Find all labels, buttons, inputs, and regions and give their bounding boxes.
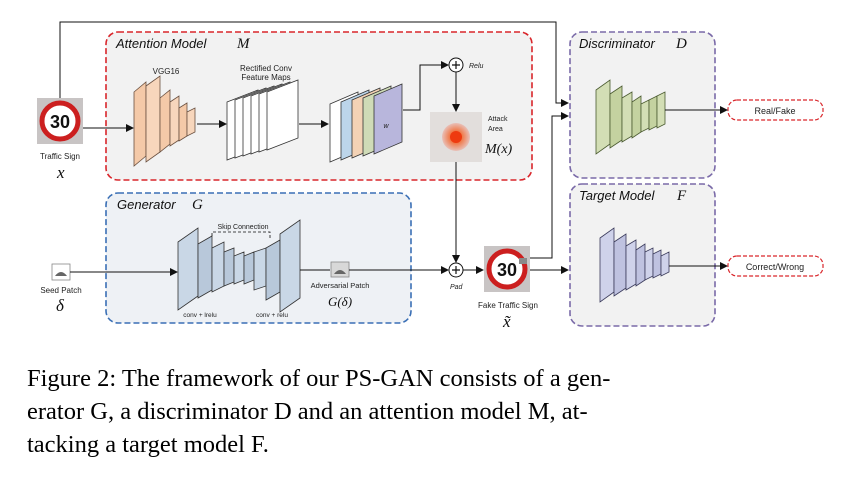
caption-line-1: Figure 2: The framework of our PS-GAN co…	[27, 365, 611, 392]
attack-label-line2: Area	[488, 126, 503, 133]
discriminator-symbol: D	[675, 36, 687, 52]
discriminator-title: Discriminator	[579, 36, 656, 51]
seed-patch-image	[51, 263, 71, 281]
caption-line-3: tacking a target model F.	[27, 431, 269, 458]
correct-wrong-label: Correct/Wrong	[746, 262, 804, 272]
adversarial-patch-label: Adversarial Patch	[311, 281, 370, 290]
attack-label-line1: Attack	[488, 116, 508, 123]
framework-diagram: Attention Model M Generator G Discrimina…	[37, 21, 824, 331]
target-model-network	[599, 227, 670, 303]
adversarial-patch-image	[330, 261, 350, 278]
skip-connection-line	[211, 231, 271, 240]
x-tilde-symbol: x̃	[502, 312, 511, 331]
pad-label: Pad	[450, 284, 464, 291]
attack-area-image	[430, 112, 482, 162]
generator-network	[177, 219, 301, 313]
attack-area-symbol: M(x)	[484, 142, 513, 157]
relu-sum-node	[448, 57, 464, 73]
skip-connection-label: Skip Connection	[218, 224, 269, 231]
attention-model-box	[105, 31, 533, 181]
seed-patch-label: Seed Patch	[40, 286, 81, 295]
generator-symbol: G	[192, 197, 203, 213]
conv-lrelu-label: conv + lrelu	[183, 312, 217, 319]
rectified-feature-maps	[226, 79, 299, 161]
discriminator-network	[595, 79, 666, 155]
real-fake-label: Real/Fake	[754, 106, 795, 116]
traffic-sign-label: Traffic Sign	[40, 152, 80, 161]
pad-sum-node	[448, 262, 464, 278]
delta-symbol: δ	[56, 296, 65, 315]
traffic-sign-image: 30	[37, 98, 83, 144]
fake-traffic-sign-image: 30	[484, 246, 530, 292]
svg-text:30: 30	[50, 112, 70, 132]
target-model-title: Target Model	[579, 188, 656, 203]
connection-arrows	[59, 21, 728, 276]
conv-relu-label: conv + relu	[256, 312, 288, 319]
weighted-feature-maps	[329, 83, 403, 163]
fake-traffic-sign-label: Fake Traffic Sign	[478, 301, 538, 310]
correct-wrong-output	[727, 255, 824, 277]
vgg16-label: VGG16	[153, 67, 180, 76]
x-symbol: x	[56, 163, 65, 182]
attention-model-symbol: M	[236, 36, 251, 52]
attention-model-title: Attention Model	[115, 36, 207, 51]
vgg16-network	[133, 75, 196, 167]
caption-line-2: erator G, a discriminator D and an atten…	[27, 398, 588, 425]
real-fake-output	[727, 99, 824, 121]
figure-caption: Figure 2: The framework of our PS-GAN co…	[27, 362, 837, 461]
rectified-label-line1: Rectified Conv	[240, 64, 292, 73]
w-label: w	[383, 123, 389, 130]
svg-text:30: 30	[497, 260, 517, 280]
generator-title: Generator	[117, 197, 176, 212]
relu-label: Relu	[469, 63, 484, 70]
target-model-symbol: F	[676, 188, 687, 204]
rectified-label-line2: Feature Maps	[241, 73, 290, 82]
g-delta-symbol: G(δ)	[328, 294, 352, 309]
